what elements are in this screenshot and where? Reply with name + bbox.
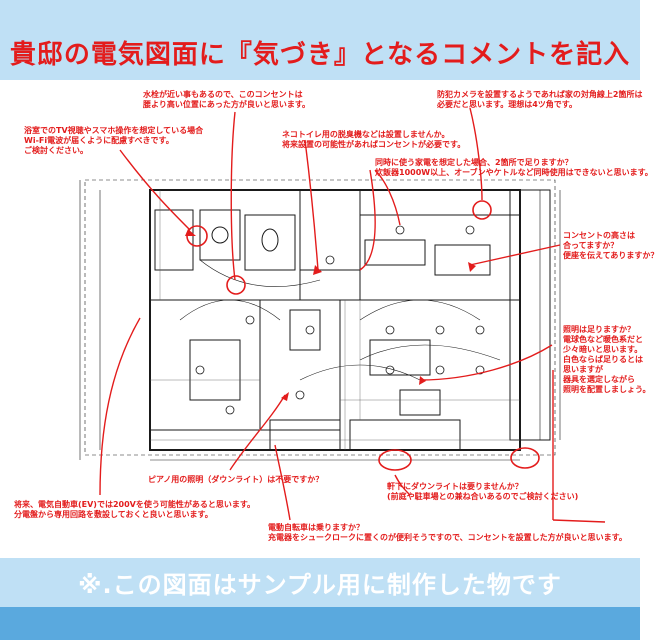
note-lighting: 照明は足りますか？電球色など暖色系だと少々暗いと思います。白色ならば足りるとは思… (563, 325, 651, 394)
callout-circle-camera (472, 200, 492, 220)
leader-outlet-height (469, 244, 561, 266)
note-outlet-height: コンセントの高さは合ってますか？便座を伝えてありますか？ (563, 231, 658, 260)
entrance (269, 419, 341, 451)
porch (349, 419, 461, 451)
note-kitchen-circuit: 同時に使う家電を想定した場合、2箇所で足りますか？炊飯器1000W以上、オーブン… (375, 158, 653, 177)
note-toilet-fan: ネコトイレ用の脱臭機などは設置しませんか。将来設置の可能性があればコンセントが必… (282, 130, 466, 149)
leader-bicycle (274, 444, 291, 521)
site-boundary (84, 179, 556, 456)
leader-water (230, 111, 236, 281)
floor-plan-drawing (79, 107, 606, 523)
leader-camera (469, 107, 483, 201)
arrow-bath (185, 229, 196, 236)
leader-kitchen-2 (359, 169, 376, 271)
bedroom (149, 299, 261, 431)
exterior-terrace (509, 189, 551, 441)
sofa (369, 339, 431, 376)
footer-band (0, 607, 640, 640)
arrow-toilet (313, 265, 322, 275)
arrow-piano (281, 392, 289, 401)
outer-wall (149, 189, 521, 451)
callout-circle-eaves-2 (510, 447, 540, 469)
note-security-camera: 防犯カメラを設置するようであれば家の対角線上2箇所は必要だと思います。理想は4ツ… (437, 90, 643, 109)
leader-bath (119, 149, 191, 231)
toilet-room (244, 214, 296, 271)
leader-kitchen (374, 169, 401, 226)
hall (259, 299, 341, 431)
stair (289, 309, 321, 351)
toilet (261, 228, 279, 252)
note-ev-charger: 将来、電気自動車(EV)では200Vを使う可能性があると思います。分電盤から専用… (14, 500, 256, 519)
piano (399, 389, 441, 416)
note-bicycle: 電動自転車は乗りますか？充電器をシュークロークに置くのが便利そうですので、コンセ… (268, 523, 627, 542)
note-eaves-downlight: 軒下にダウンライトは要りませんか？(前庭や駐車場との兼ね合いあるのでご検討くださ… (387, 482, 579, 501)
callout-circle-eaves-1 (378, 449, 412, 471)
washbasin (211, 226, 229, 244)
leader-eaves (394, 474, 411, 496)
note-piano-light: ピアノ用の照明（ダウンライト）は不要ですか？ (148, 475, 324, 484)
leader-lighting (419, 344, 553, 381)
leader-toilet (304, 139, 319, 271)
leader-lighting-bottom (552, 519, 606, 523)
page-title: 貴邸の電気図面に『気づき』となるコメントを記入 (9, 40, 631, 70)
bed (189, 339, 241, 401)
dining-table (434, 244, 491, 276)
note-water-outlet: 水栓が近い事もあるので、このコンセントは腰より高い位置にあった方が良いと思います… (143, 90, 311, 109)
callout-circle-water (226, 275, 246, 295)
arrow-lighting (419, 376, 426, 385)
arrow-outlet (468, 262, 476, 272)
leader-piano (229, 394, 286, 471)
header-banner-body (0, 30, 640, 80)
washroom (199, 209, 241, 261)
footer-caption: ※.この図面はサンプル用に制作した物です (78, 571, 562, 599)
bathtub (154, 209, 194, 271)
leader-ev (99, 317, 141, 496)
kitchen-dining (359, 214, 521, 301)
pantry (299, 189, 361, 271)
kitchen-counter (364, 239, 426, 266)
